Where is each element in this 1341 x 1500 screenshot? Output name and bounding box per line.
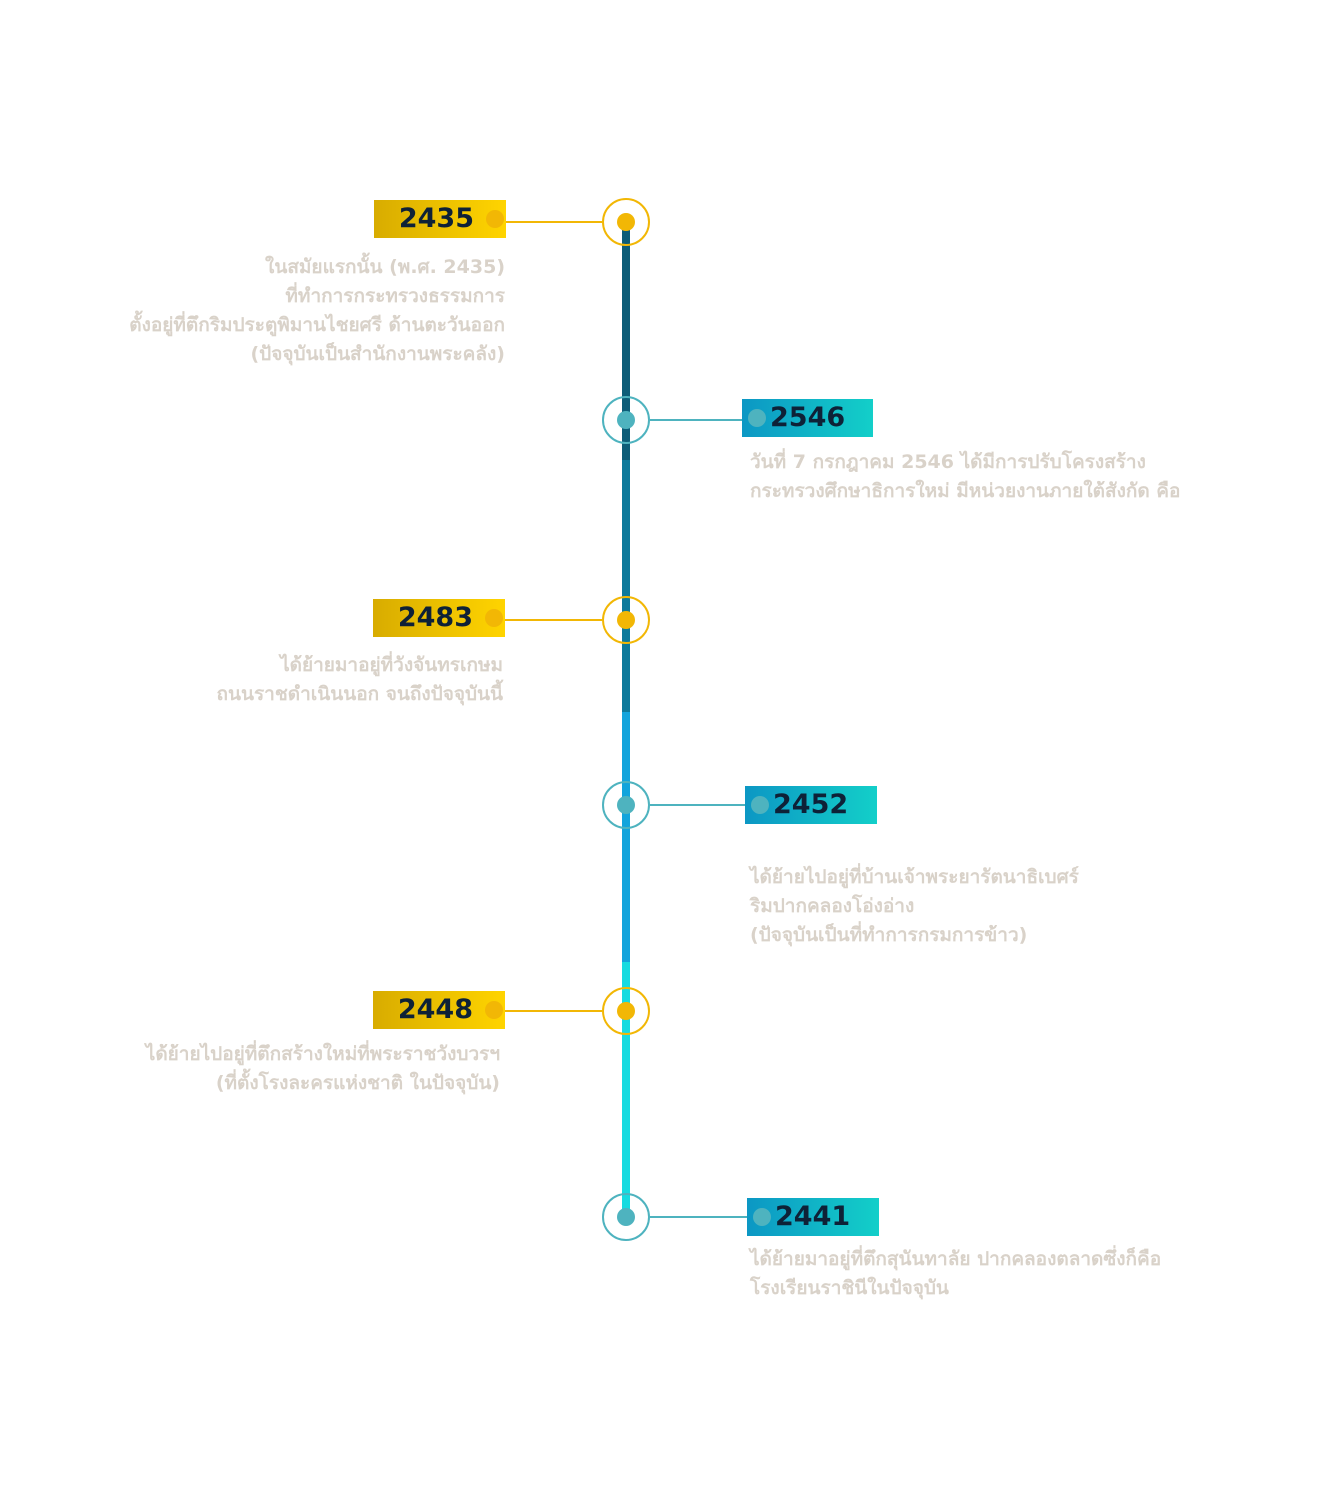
timeline-spine-segment-3: [622, 712, 630, 962]
event-description: ได้ย้ายไปอยู่ที่บ้านเจ้าพระยารัตนาธิเบศร…: [750, 863, 1079, 950]
badge-dot: [753, 1208, 771, 1226]
timeline-node-ring: [602, 781, 650, 829]
timeline-node-dot: [617, 1002, 635, 1020]
description-line: ที่ทำการกระทรวงธรรมการ: [285, 285, 505, 307]
event-description: ในสมัยแรกนั้น (พ.ศ. 2435) ที่ทำการกระทรว…: [129, 253, 505, 369]
timeline-node-dot: [617, 213, 635, 231]
year-label: 2435: [398, 203, 474, 234]
timeline-connector: [650, 419, 742, 421]
year-label: 2452: [773, 789, 849, 820]
timeline-node-ring: [602, 987, 650, 1035]
description-line: ได้ย้ายมาอยู่ที่ตึกสุนันทาลัย ปากคลองตลา…: [750, 1248, 1162, 1270]
timeline-node-ring: [602, 198, 650, 246]
year-badge: 2546: [742, 399, 873, 437]
description-line: โรงเรียนราชินีในปัจจุบัน: [750, 1277, 949, 1299]
description-line: วันที่ 7 กรกฎาคม 2546 ได้มีการปรับโครงสร…: [750, 451, 1146, 473]
event-description: ได้ย้ายมาอยู่ที่ตึกสุนันทาลัย ปากคลองตลา…: [750, 1245, 1161, 1303]
description-line: ถนนราชดำเนินนอก จนถึงปัจจุบันนี้: [216, 683, 503, 705]
year-label: 2441: [775, 1201, 851, 1232]
year-label: 2483: [397, 602, 473, 633]
description-line: (ปัจจุบันเป็นที่ทำการกรมการข้าว): [750, 924, 1028, 946]
description-line: (ที่ตั้งโรงละครแห่งชาติ ในปัจจุบัน): [215, 1072, 500, 1094]
badge-dot: [486, 210, 504, 228]
badge-dot: [485, 609, 503, 627]
timeline-spine-segment-1: [622, 220, 630, 460]
year-badge: 2452: [745, 786, 877, 824]
timeline-node-dot: [617, 1208, 635, 1226]
timeline-connector: [505, 619, 602, 621]
event-description: ได้ย้ายไปอยู่ที่ตึกสร้างใหม่ที่พระราชวัง…: [146, 1040, 500, 1098]
description-line: ริมปากคลองโอ่งอ่าง: [750, 895, 915, 917]
timeline-connector: [650, 804, 745, 806]
badge-dot: [485, 1001, 503, 1019]
year-badge: 2441: [747, 1198, 879, 1236]
year-badge: 2448: [373, 991, 505, 1029]
timeline-node-ring: [602, 596, 650, 644]
description-line: กระทรวงศึกษาธิการใหม่ มีหน่วยงานภายใต้สั…: [750, 480, 1181, 502]
description-line: ในสมัยแรกนั้น (พ.ศ. 2435): [265, 256, 505, 278]
timeline-spine-segment-4: [622, 962, 630, 1218]
timeline-connector: [650, 1216, 747, 1218]
year-label: 2546: [770, 402, 846, 433]
timeline-node-dot: [617, 411, 635, 429]
description-line: ตั้งอยู่ที่ตึกริมประตูพิมานไชยศรี ด้านตะ…: [129, 314, 505, 336]
description-line: (ปัจจุบันเป็นสำนักงานพระคลัง): [250, 343, 505, 365]
event-description: ได้ย้ายมาอยู่ที่วังจันทรเกษม ถนนราชดำเนิ…: [216, 651, 503, 709]
year-badge: 2483: [373, 599, 505, 637]
timeline-connector: [505, 1010, 602, 1012]
timeline-node-ring: [602, 396, 650, 444]
timeline-node-dot: [617, 611, 635, 629]
description-line: ได้ย้ายไปอยู่ที่ตึกสร้างใหม่ที่พระราชวัง…: [145, 1043, 500, 1065]
timeline-spine-segment-2: [622, 460, 630, 712]
year-badge: 2435: [374, 200, 506, 238]
badge-dot: [748, 409, 766, 427]
timeline-connector: [506, 221, 602, 223]
badge-dot: [751, 796, 769, 814]
timeline-node-ring: [602, 1193, 650, 1241]
event-description: วันที่ 7 กรกฎาคม 2546 ได้มีการปรับโครงสร…: [750, 448, 1180, 506]
description-line: ได้ย้ายมาอยู่ที่วังจันทรเกษม: [280, 654, 503, 676]
year-label: 2448: [397, 994, 473, 1025]
timeline-node-dot: [617, 796, 635, 814]
description-line: ได้ย้ายไปอยู่ที่บ้านเจ้าพระยารัตนาธิเบศร…: [750, 866, 1079, 888]
